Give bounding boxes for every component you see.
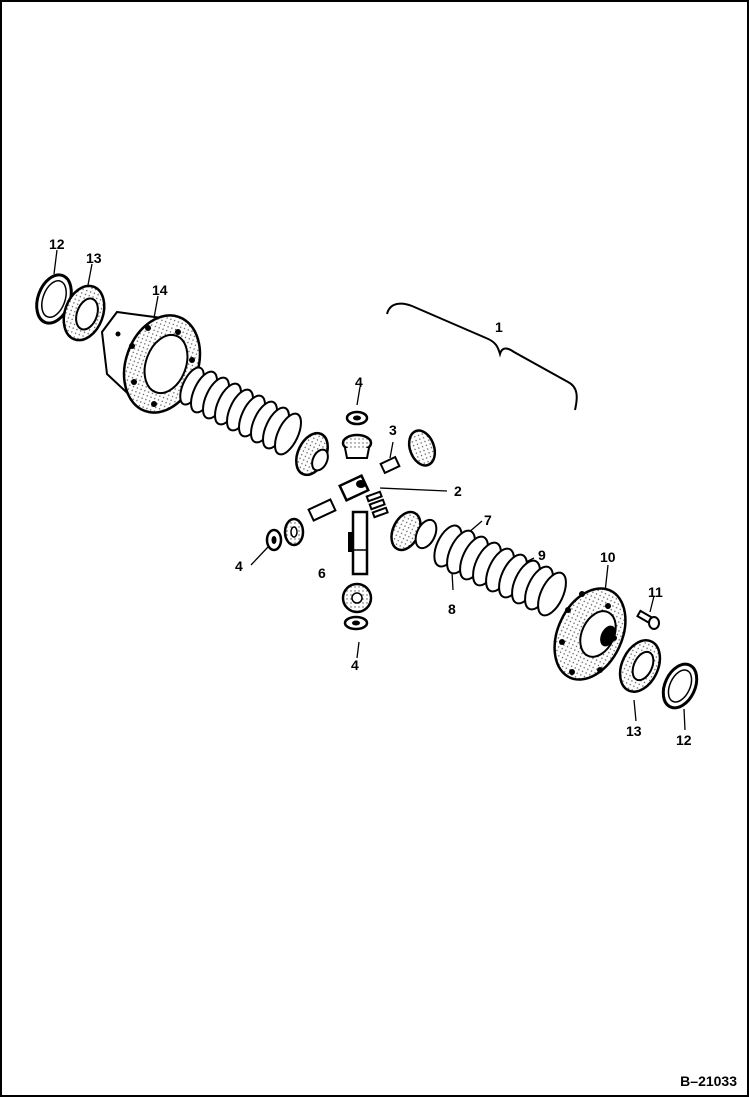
callout-7: 7 <box>484 512 492 528</box>
right-clutch-pack <box>433 524 567 617</box>
callout-4-top: 4 <box>355 374 363 390</box>
left-bearing-13 <box>62 284 106 342</box>
callout-2: 2 <box>454 483 462 499</box>
top-pinion-gear <box>341 433 373 459</box>
bracket-1 <box>386 302 578 411</box>
leader-lines <box>53 249 686 731</box>
left-side-gear <box>295 431 329 477</box>
cross-shaft-6 <box>348 510 369 576</box>
callout-11: 11 <box>648 584 663 600</box>
callout-13-left: 13 <box>86 250 102 266</box>
right-side-gear <box>390 510 438 552</box>
left-case-half-14 <box>100 310 202 414</box>
right-case-half-10 <box>553 587 627 681</box>
callout-10: 10 <box>600 549 616 565</box>
callout-12-left: 12 <box>49 236 65 252</box>
figure-id: B–21033 <box>680 1073 737 1089</box>
bolt-11 <box>636 609 660 630</box>
right-snap-ring-12 <box>661 662 699 710</box>
callout-6: 6 <box>318 565 326 581</box>
left-pinion-gear <box>283 517 305 547</box>
callout-3: 3 <box>389 422 397 438</box>
bottom-pinion-gear <box>341 582 373 614</box>
callout-1: 1 <box>495 319 503 335</box>
callout-9: 9 <box>538 547 546 563</box>
callout-14: 14 <box>152 282 168 298</box>
center-cross-block-2 <box>338 474 370 502</box>
callout-4-bottom: 4 <box>351 657 359 673</box>
right-pinion-gear <box>407 429 437 467</box>
short-pin <box>307 498 337 522</box>
top-washer-4 <box>345 410 369 426</box>
roll-pins <box>365 490 389 519</box>
spider-pin-3 <box>379 455 401 475</box>
callout-8: 8 <box>448 601 456 617</box>
callout-4-left: 4 <box>235 558 243 574</box>
bottom-washer-4 <box>343 615 369 631</box>
left-clutch-pack <box>179 366 302 456</box>
left-washer-4 <box>265 528 283 552</box>
callout-12-right: 12 <box>676 732 692 748</box>
callout-13-right: 13 <box>626 723 642 739</box>
right-bearing-13 <box>618 639 662 693</box>
